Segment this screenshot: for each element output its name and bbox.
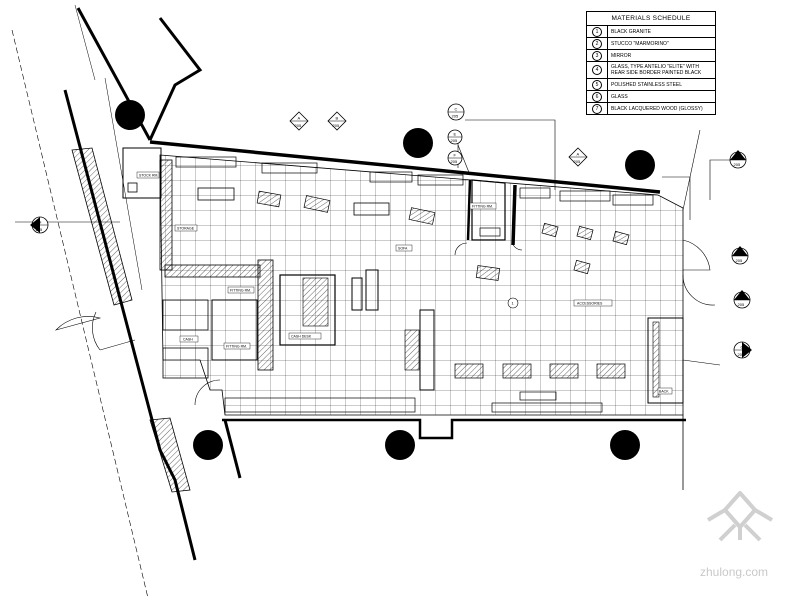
svg-text:B: B bbox=[741, 295, 744, 300]
section-marker: H 205 bbox=[30, 216, 49, 234]
property-line bbox=[11, 29, 149, 599]
svg-text:205: 205 bbox=[452, 114, 459, 119]
label-storage: STORAGE bbox=[177, 227, 195, 231]
svg-text:205: 205 bbox=[738, 302, 745, 307]
section-marker: C 205 bbox=[729, 150, 747, 169]
svg-text:G: G bbox=[741, 345, 744, 350]
label-fitting-room-middle: FITTING RM. bbox=[230, 289, 251, 293]
section-marker: B 205 bbox=[733, 290, 751, 309]
display-tables bbox=[256, 190, 630, 379]
schedule-text: STUCCO "MARMORINO" bbox=[611, 40, 669, 47]
lower-wall-units bbox=[224, 397, 416, 413]
section-marker: E 205 bbox=[447, 129, 463, 145]
label-fitting-room-upper: FITTING RM. bbox=[472, 205, 493, 209]
floor-material-tag: 1 bbox=[512, 301, 515, 306]
trees bbox=[115, 100, 655, 460]
facade-glazing bbox=[71, 147, 133, 306]
schedule-row: 5 POLISHED STAINLESS STEEL bbox=[587, 79, 715, 91]
svg-text:205: 205 bbox=[734, 162, 741, 167]
section-marker: A 205 bbox=[568, 147, 588, 167]
schedule-text: GLASS bbox=[611, 93, 628, 100]
svg-text:H: H bbox=[39, 220, 42, 225]
label-cash: CASH bbox=[183, 338, 193, 342]
svg-text:205: 205 bbox=[333, 123, 340, 128]
section-markers: A 205 B 205 C 205 E 205 F 205 bbox=[30, 103, 752, 359]
schedule-num: 1 bbox=[592, 26, 602, 37]
label-back: BACK bbox=[659, 390, 669, 394]
cash-desk bbox=[279, 274, 336, 346]
schedule-text: GLASS, TYPE ANTELIO "ELITE" WITH REAR SI… bbox=[611, 64, 702, 76]
schedule-text: POLISHED STAINLESS STEEL bbox=[611, 81, 683, 88]
svg-text:205: 205 bbox=[36, 227, 43, 232]
lower-perimeter-wall bbox=[222, 418, 686, 440]
svg-text:B: B bbox=[336, 116, 339, 121]
schedule-text: MIRROR bbox=[611, 52, 632, 59]
section-marker: G 205 bbox=[733, 341, 752, 359]
svg-text:A: A bbox=[298, 116, 301, 121]
schedule-num: 2 bbox=[592, 38, 602, 49]
section-marker: F 205 bbox=[447, 150, 463, 166]
schedule-row: 3 MIRROR bbox=[587, 50, 715, 62]
label-cash-desk: CASH DESK bbox=[291, 335, 312, 339]
label-sofa: SOFA bbox=[398, 247, 408, 251]
schedule-num: 3 bbox=[592, 50, 602, 61]
schedule-text: BLACK GRANITE bbox=[611, 28, 652, 35]
watermark-text: zhulong.com bbox=[700, 565, 769, 579]
section-marker: D 205 bbox=[731, 246, 749, 265]
svg-text:205: 205 bbox=[451, 138, 458, 143]
svg-text:F: F bbox=[454, 153, 457, 158]
watermark-logo bbox=[706, 491, 774, 542]
svg-text:205: 205 bbox=[295, 123, 302, 128]
svg-text:C: C bbox=[455, 107, 458, 112]
schedule-title: MATERIALS SCHEDULE bbox=[587, 12, 715, 26]
svg-text:205: 205 bbox=[574, 159, 581, 164]
svg-text:C: C bbox=[737, 155, 740, 160]
schedule-text: BLACK LACQUERED WOOD (GLOSSY) bbox=[611, 105, 703, 112]
schedule-num: 6 bbox=[592, 91, 602, 102]
section-marker: A 205 bbox=[289, 111, 309, 131]
schedule-num: 4 bbox=[592, 65, 602, 75]
materials-schedule: MATERIALS SCHEDULE 1 BLACK GRANITE 2 STU… bbox=[586, 11, 716, 115]
svg-text:A: A bbox=[577, 152, 580, 157]
section-marker: C 205 bbox=[447, 103, 465, 121]
room-labels: STOCK RM. FITTING RM. CASH ACCESSORIES F… bbox=[136, 171, 673, 395]
schedule-row: 7 BLACK LACQUERED WOOD (GLOSSY) bbox=[587, 103, 715, 114]
svg-text:D: D bbox=[739, 251, 742, 256]
fitting-room-upper bbox=[471, 179, 506, 241]
section-marker: B 205 bbox=[327, 111, 347, 131]
schedule-num: 7 bbox=[592, 103, 602, 114]
label-fitting-room-lower: FITTING RM. bbox=[226, 345, 247, 349]
schedule-num: 5 bbox=[592, 79, 602, 90]
svg-text:205: 205 bbox=[738, 352, 745, 357]
schedule-row: 6 GLASS bbox=[587, 91, 715, 103]
svg-text:205: 205 bbox=[451, 159, 458, 164]
label-stock-room: STOCK RM. bbox=[139, 174, 158, 178]
svg-text:205: 205 bbox=[736, 258, 743, 263]
upper-displays bbox=[175, 156, 654, 206]
schedule-row: 2 STUCCO "MARMORINO" bbox=[587, 38, 715, 50]
schedule-row: 1 BLACK GRANITE bbox=[587, 26, 715, 38]
door-swings bbox=[55, 239, 716, 406]
label-accessories: ACCESSORIES bbox=[577, 302, 603, 306]
upper-perimeter-wall bbox=[149, 140, 661, 194]
svg-text:E: E bbox=[454, 132, 457, 137]
schedule-row: 4 GLASS, TYPE ANTELIO "ELITE" WITH REAR … bbox=[587, 62, 715, 79]
